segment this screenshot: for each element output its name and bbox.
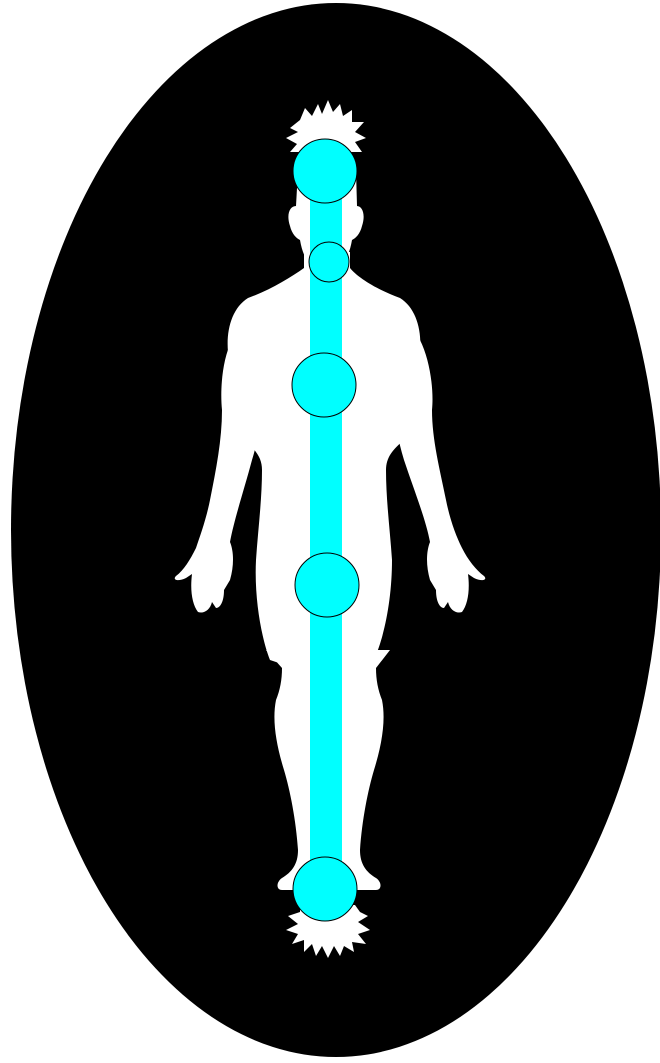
crown-node — [293, 139, 357, 203]
feet-node — [293, 857, 357, 921]
navel-node — [295, 553, 359, 617]
throat-node — [309, 242, 349, 282]
heart-node — [292, 353, 356, 417]
